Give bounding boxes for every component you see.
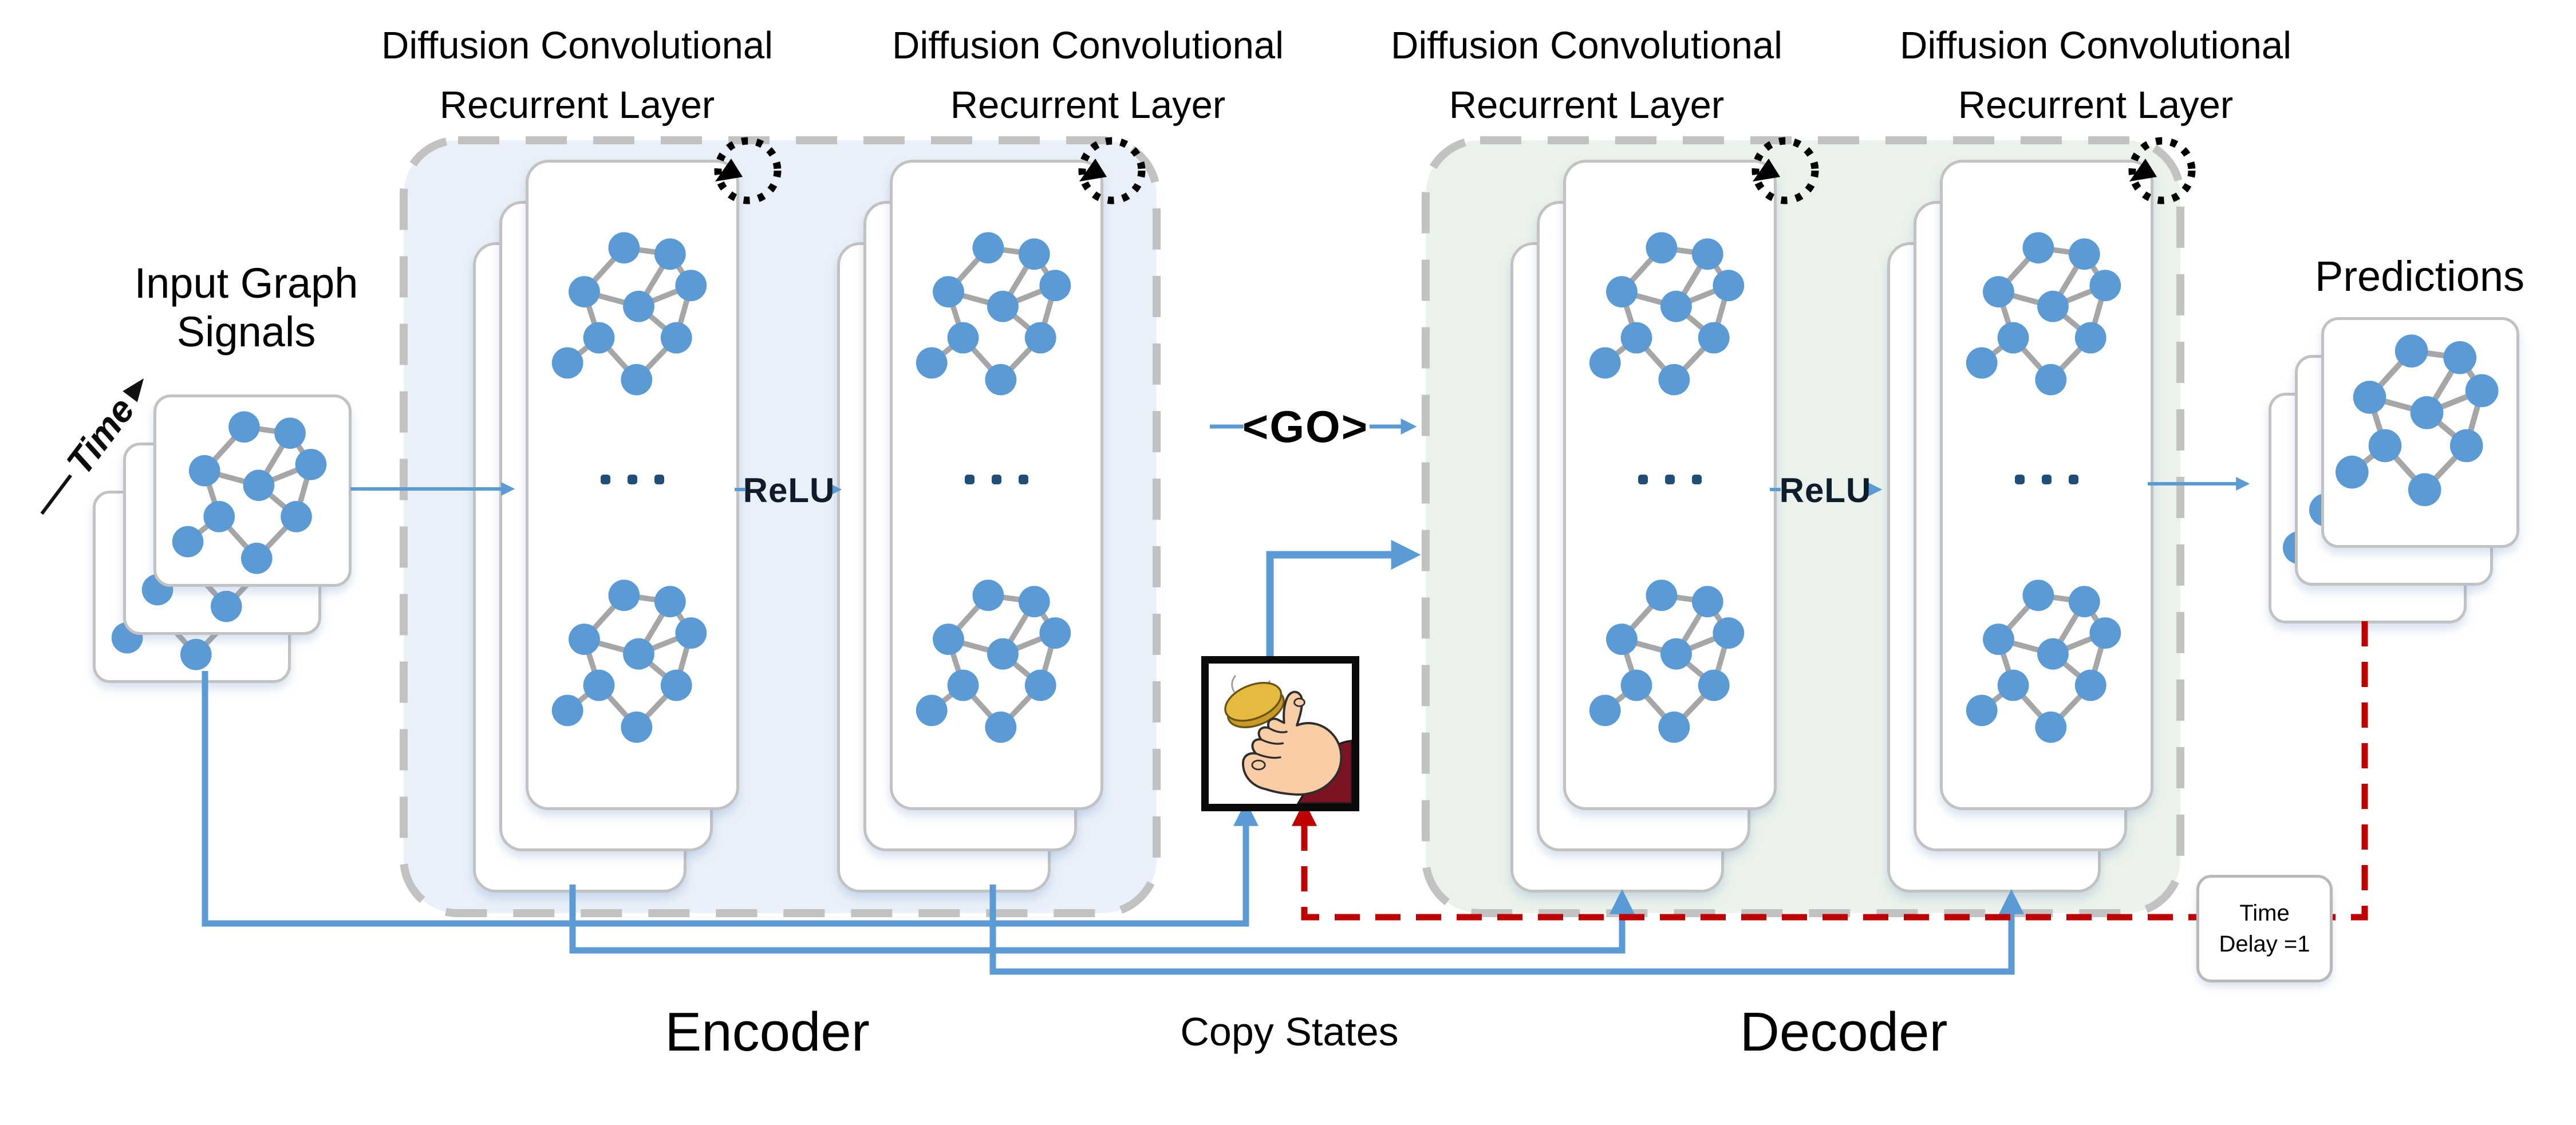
- graph-signal: [1589, 232, 1745, 396]
- relu-label-encoder: ReLU: [743, 471, 835, 510]
- ellipsis-dots-icon: [1943, 475, 2151, 484]
- layer-header-1-line2: Recurrent Layer: [439, 83, 715, 127]
- recurrent-loop-icon: [2128, 137, 2196, 204]
- input-label-line1: Input Graph: [134, 259, 358, 307]
- layer-header-2: Diffusion Convolutional Recurrent Layer: [847, 16, 1328, 135]
- arrow-copy-state-layer2: [989, 885, 2024, 975]
- layer-header-3: Diffusion Convolutional Recurrent Layer: [1346, 16, 1827, 135]
- input-label-line2: Signals: [176, 308, 316, 356]
- time-delay-line2: Delay =1: [2219, 931, 2310, 957]
- prediction-card-front: [2321, 317, 2519, 548]
- layer-header-2-line1: Diffusion Convolutional: [891, 24, 1284, 67]
- time-delay-line1: Time: [2239, 901, 2290, 926]
- coin-flip-icon: [1201, 656, 1359, 811]
- graph-signal: [1589, 579, 1745, 743]
- go-token-label: <GO>: [1242, 401, 1369, 452]
- encoder-layer1-card-front: [526, 160, 739, 810]
- layer-header-3-line1: Diffusion Convolutional: [1390, 24, 1783, 67]
- graph-signal: [172, 411, 327, 574]
- layer-header-3-line2: Recurrent Layer: [1449, 83, 1725, 127]
- graph-signal: [1966, 579, 2121, 743]
- arrow-input-to-coin: [202, 671, 1259, 927]
- ellipsis-dots-icon: [893, 475, 1100, 484]
- ellipsis-dots-icon: [1566, 475, 1774, 484]
- decoder-layer1-card-front: [1563, 160, 1777, 810]
- recurrent-loop-icon: [1078, 137, 1146, 204]
- time-delay-box: Time Delay =1: [2196, 875, 2333, 982]
- input-graph-signals-label: Input Graph Signals: [74, 259, 418, 356]
- graph-signal: [551, 232, 707, 396]
- graph-signal: [2335, 334, 2499, 507]
- layer-header-4-line2: Recurrent Layer: [1958, 83, 2234, 127]
- graph-signal: [1966, 232, 2121, 396]
- input-card-front: [153, 394, 352, 587]
- encoder-layer2-card-front: [890, 160, 1103, 810]
- graph-signal: [916, 232, 1071, 396]
- layer-header-4: Diffusion Convolutional Recurrent Layer: [1855, 16, 2336, 135]
- layer-header-1-line1: Diffusion Convolutional: [381, 24, 774, 67]
- layer-header-4-line1: Diffusion Convolutional: [1899, 24, 2292, 67]
- decoder-label: Decoder: [1739, 1001, 1948, 1063]
- predictions-label: Predictions: [2314, 252, 2525, 300]
- recurrent-loop-icon: [1751, 137, 1819, 204]
- ellipsis-dots-icon: [528, 475, 736, 484]
- encoder-label: Encoder: [665, 1001, 870, 1063]
- relu-label-decoder: ReLU: [1779, 471, 1872, 510]
- layer-header-1: Diffusion Convolutional Recurrent Layer: [337, 16, 818, 135]
- recurrent-loop-icon: [714, 137, 782, 204]
- layer-header-2-line2: Recurrent Layer: [950, 83, 1226, 127]
- time-axis-shaft: [40, 474, 72, 515]
- graph-signal: [916, 579, 1071, 743]
- arrow-copy-state-layer1: [569, 885, 1635, 954]
- arrow-prediction-feedback-red: [1292, 621, 2368, 921]
- graph-signal: [551, 579, 707, 743]
- copy-states-label: Copy States: [1180, 1009, 1399, 1054]
- arrow-coin-to-decoder-input: [1266, 540, 1421, 656]
